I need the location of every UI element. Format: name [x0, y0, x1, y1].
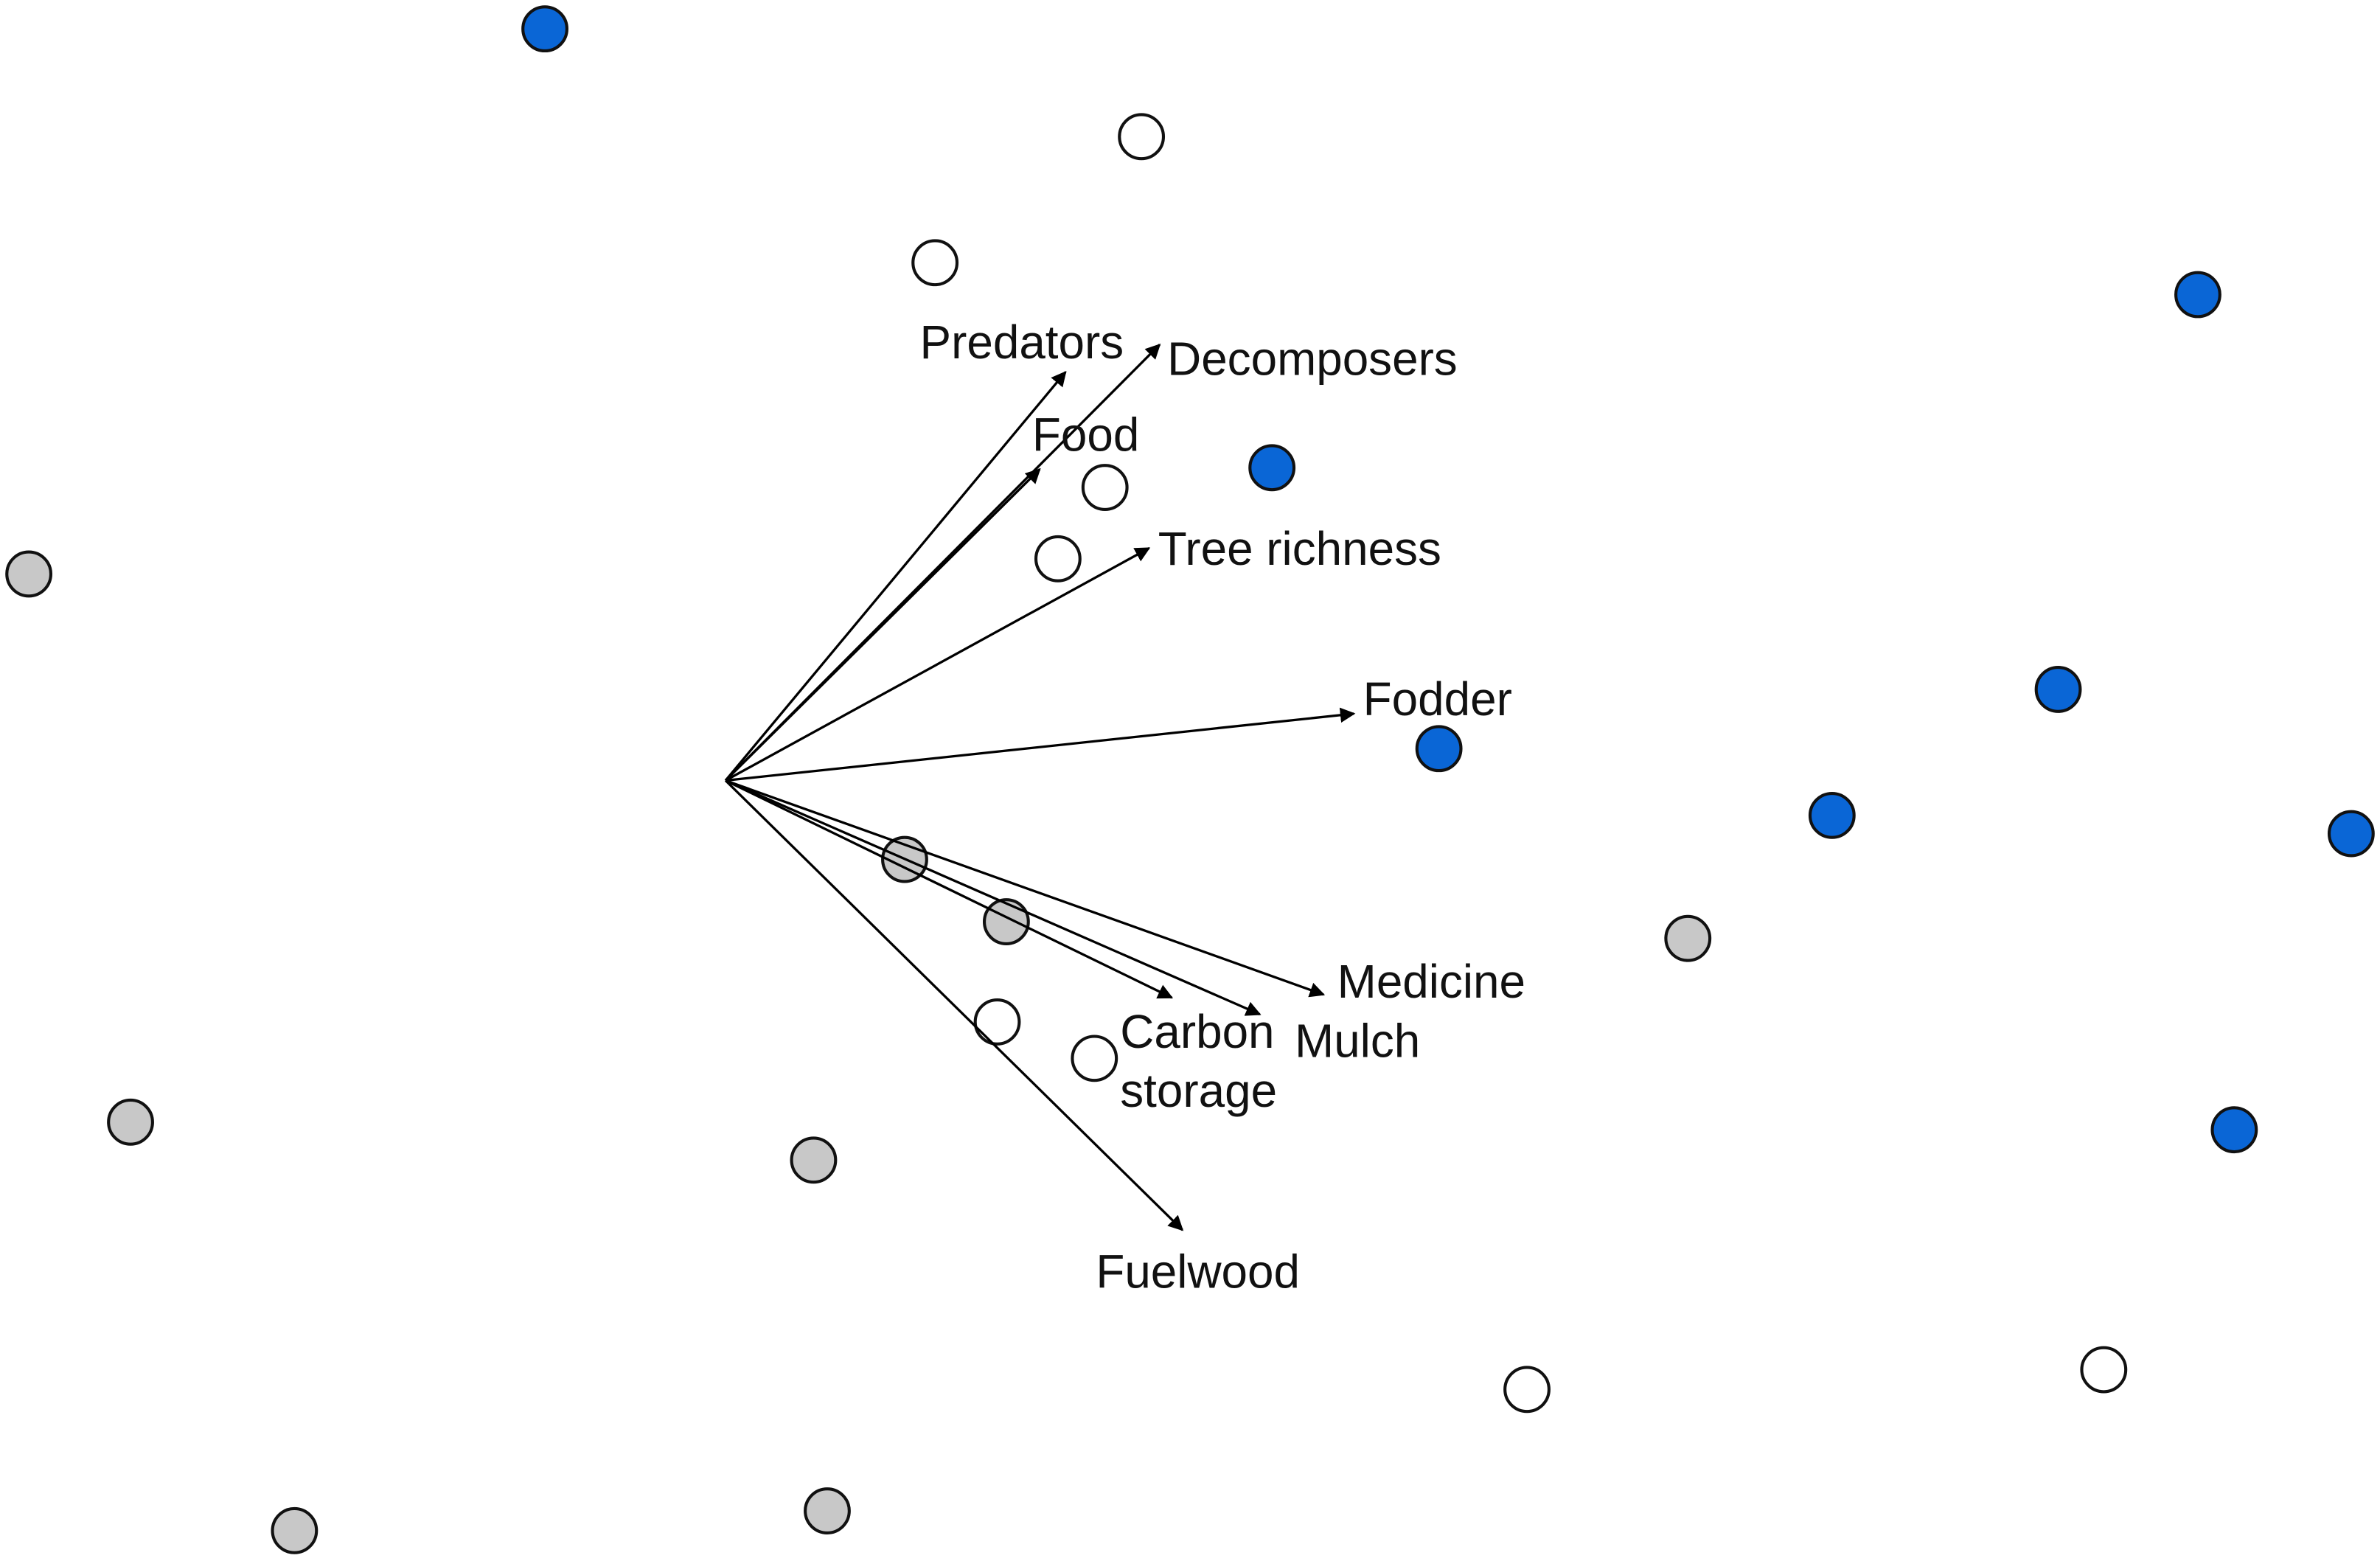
vector-arrow-tree-richness — [725, 546, 1151, 782]
point-blue-4 — [2034, 666, 2082, 713]
vector-label-fuelwood: Fuelwood — [1096, 1245, 1300, 1298]
point-white-7 — [1503, 1366, 1551, 1414]
vector-arrow-food — [724, 467, 1041, 782]
vector-label-predators: Predators — [920, 316, 1124, 369]
vector-arrow-predators — [724, 370, 1067, 782]
vector-label-decomposers: Decomposers — [1167, 333, 1458, 386]
point-gray-1 — [5, 550, 53, 598]
point-gray-3 — [982, 898, 1030, 945]
variable-vectors — [724, 344, 1356, 1231]
vector-arrow-carbon-storage — [725, 779, 1174, 999]
vector-arrow-fuelwood — [724, 779, 1184, 1231]
vector-arrow-medicine — [725, 779, 1326, 998]
vector-arrow-mulch — [725, 779, 1262, 1016]
point-blue-7 — [2327, 810, 2375, 858]
point-blue-5 — [1415, 725, 1463, 773]
point-gray-8 — [271, 1506, 319, 1554]
point-blue-2 — [2174, 271, 2221, 319]
point-blue-1 — [521, 5, 568, 53]
point-white-8 — [2080, 1346, 2128, 1394]
point-gray-7 — [804, 1487, 851, 1534]
site-points — [5, 5, 2375, 1554]
vector-label-medicine: Medicine — [1337, 955, 1525, 1008]
point-gray-5 — [107, 1098, 154, 1146]
vector-arrow-fodder — [725, 707, 1356, 782]
point-white-2 — [911, 239, 959, 287]
point-gray-6 — [790, 1136, 838, 1184]
point-white-4 — [1034, 535, 1082, 583]
vector-label-food: Food — [1032, 408, 1139, 462]
vector-label-mulch: Mulch — [1295, 1014, 1420, 1067]
point-white-5 — [973, 998, 1021, 1046]
point-blue-8 — [2210, 1106, 2258, 1154]
point-white-6 — [1071, 1035, 1118, 1082]
vector-label-tree-richness: Tree richness — [1158, 522, 1441, 575]
point-gray-4 — [1664, 914, 1712, 962]
point-white-1 — [1118, 113, 1166, 161]
point-blue-3 — [1248, 444, 1296, 492]
point-white-3 — [1081, 464, 1129, 511]
point-blue-6 — [1808, 791, 1856, 839]
vector-label-fodder: Fodder — [1363, 672, 1512, 726]
